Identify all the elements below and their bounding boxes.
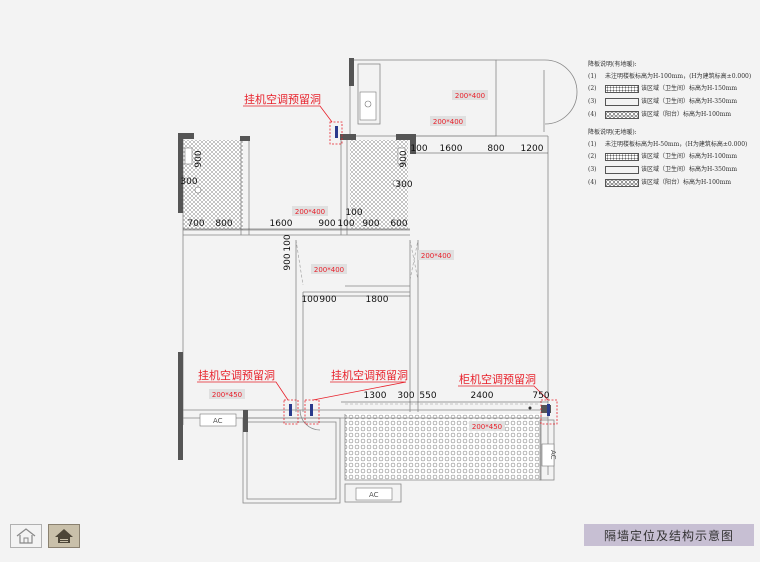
legend-title-without-floor-heating: 降板说明(无地暖): [588,129,637,136]
legend-item-text: 该区域（阳台）标高为H-100mm [641,178,732,186]
opening-label: 200*450 [472,423,502,431]
dim-vertical: 900 [283,253,293,270]
up-level-icon [55,529,73,543]
ac-unit-label: AC [549,450,557,460]
pattern-swatch-hex [605,110,639,119]
dim-middle: 1600 [270,219,293,229]
legend-item: (3) 该区域（卫生间）标高为H-350mm [588,163,758,176]
dim-middle: 800 [215,219,232,229]
legend-item: (3) 该区域（卫生间）标高为H-350mm [588,95,758,108]
dim-right-stack: 300 [395,180,412,190]
legend-item-number: (3) [588,97,597,105]
legend-item-text: 该区域（卫生间）标高为H-100mm [641,152,738,160]
dim-middle: 700 [187,219,204,229]
dim-north: 800 [487,144,504,154]
opening-label: 200*400 [314,266,344,274]
balcony-south-zone [345,414,541,480]
pattern-swatch-hex [605,178,639,187]
dim-north: 1200 [521,144,544,154]
page-title: 隔墙定位及结构示意图 [584,524,754,546]
opening-label: 200*400 [433,118,463,126]
legend-title-with-floor-heating: 降板说明(有地暖): [588,61,637,68]
dim-lower: 1800 [366,295,389,305]
wall-ac-hole-south [304,399,320,425]
legend-item-number: (1) [588,140,597,148]
callout-wall-ac-south: 挂机空调预留洞 [331,368,408,382]
legend-item: (1) 未注明楼板标高为H-100mm，(H为建筑标高±0.000) [588,71,758,82]
ac-unit-label: AC [213,417,223,425]
legend-item: (2) 该区域（卫生间）标高为H-100mm [588,150,758,163]
dim-middle: 600 [390,219,407,229]
opening-label: 200*400 [295,208,325,216]
dim-south: 750 [532,391,549,401]
dim-north: 100 [410,144,427,154]
floor-ac-hole [540,399,558,425]
dim-vertical: 100 [283,234,293,251]
dim-left-stack: 300 [180,177,197,187]
opening-label: 200*450 [212,391,242,399]
dim-middle: 900 [362,219,379,229]
legend-item-text: 未注明楼板标高为H-100mm，(H为建筑标高±0.000) [605,72,752,80]
callout-floor-ac: 柜机空调预留洞 [459,372,536,386]
legend-item: (2) 该区域（卫生间）标高为H-150mm [588,82,758,95]
home-icon [16,528,36,544]
dim-middle: 100 [337,219,354,229]
legend-item-text: 该区域（卫生间）标高为H-350mm [641,165,738,173]
legend-item-number: (4) [588,110,597,118]
bathroom-left-zone [183,140,243,230]
callout-wall-ac-southwest: 挂机空调预留洞 [198,368,275,382]
dim-lower: 100 [301,295,318,305]
legend-item-text: 该区域（卫生间）标高为H-350mm [641,97,738,105]
pattern-swatch-dots [605,152,639,161]
home-button[interactable] [10,524,42,548]
callout-wall-ac-north: 挂机空调预留洞 [244,92,321,106]
legend-item: (4) 该区域（阳台）标高为H-100mm [588,176,758,189]
legend-item-text: 该区域（卫生间）标高为H-150mm [641,84,738,92]
dim-south: 300 [397,391,414,401]
wall-ac-hole-north [329,121,343,145]
dim-lower: 900 [319,295,336,305]
legend-item-number: (2) [588,152,597,160]
wall-ac-hole-southwest [283,399,299,425]
dim-north: 1600 [440,144,463,154]
legend-item: (1) 未注明楼板标高为H-50mm，(H为建筑标高±0.000) [588,139,758,150]
pattern-swatch-cross [605,97,639,106]
legend-item-number: (2) [588,84,597,92]
ac-unit-label: AC [369,491,379,499]
legend-item-text: 该区域（阳台）标高为H-100mm [641,110,732,118]
legend-item: (4) 该区域（阳台）标高为H-100mm [588,108,758,121]
legend-item-number: (3) [588,165,597,173]
legend-panel: 降板说明(有地暖): (1) 未注明楼板标高为H-100mm，(H为建筑标高±0… [588,62,758,189]
dim-left-stack: 900 [194,150,204,167]
dim-middle: 900 [318,219,335,229]
dim-south: 2400 [471,391,494,401]
opening-label: 200*400 [455,92,485,100]
pattern-swatch-dots [605,84,639,93]
dim-south: 1300 [364,391,387,401]
legend-item-text: 未注明楼板标高为H-50mm，(H为建筑标高±0.000) [605,140,748,148]
opening-label: 200*400 [421,252,451,260]
up-level-button[interactable] [48,524,80,548]
dim-right-stack: 900 [399,150,409,167]
dim-middle-extra: 100 [345,208,362,218]
pattern-swatch-cross [605,165,639,174]
legend-item-number: (1) [588,72,597,80]
dim-south: 550 [419,391,436,401]
legend-item-number: (4) [588,178,597,186]
